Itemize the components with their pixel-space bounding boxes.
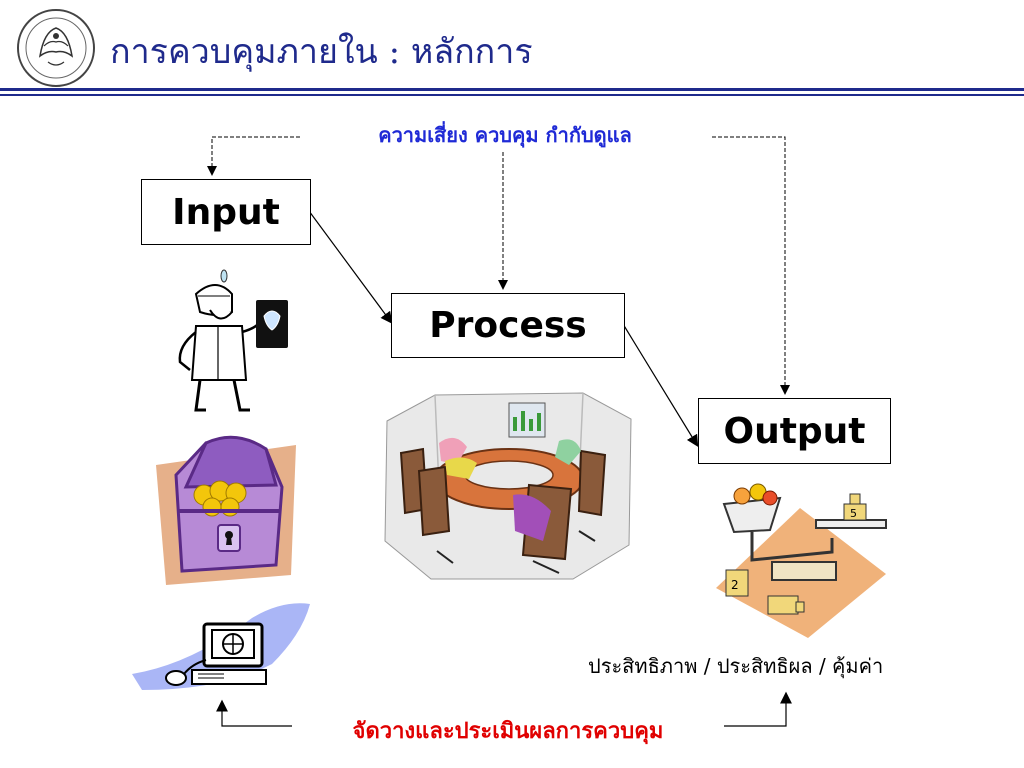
risk-to-output-connector [712, 136, 790, 395]
input-to-process-arrow [308, 210, 393, 324]
slide-header: การควบคุมภายใน : หลักการ [0, 0, 1024, 100]
meeting-room-icon [384, 392, 632, 580]
process-box: Process [391, 293, 625, 358]
feedback-to-input-connector [216, 699, 292, 727]
treasure-chest-icon [156, 435, 296, 585]
input-box: Input [141, 179, 311, 245]
balance-scale-icon: 5 2 [716, 483, 887, 638]
svg-text:2: 2 [731, 578, 739, 592]
computer-icon [132, 603, 310, 690]
risk-control-label: ความเสี่ยง ควบคุม กำกับดูแล [300, 119, 710, 151]
svg-text:5: 5 [850, 507, 857, 520]
output-box: Output [698, 398, 891, 464]
header-rule-thick [0, 88, 1024, 91]
output-caption: ประสิทธิภาพ / ประสิทธิผล / คุ้มค่า [588, 654, 884, 678]
department-emblem-icon [17, 9, 95, 87]
header-rule-thin [0, 94, 1024, 96]
process-to-output-arrow [622, 323, 699, 448]
control-assessment-label: จัดวางและประเมินผลการควบคุม [292, 713, 724, 748]
doctor-xray-icon [178, 269, 288, 412]
page-title: การควบคุมภายใน : หลักการ [110, 32, 533, 72]
risk-to-input-connector [207, 136, 300, 176]
feedback-to-output-connector [724, 691, 792, 727]
